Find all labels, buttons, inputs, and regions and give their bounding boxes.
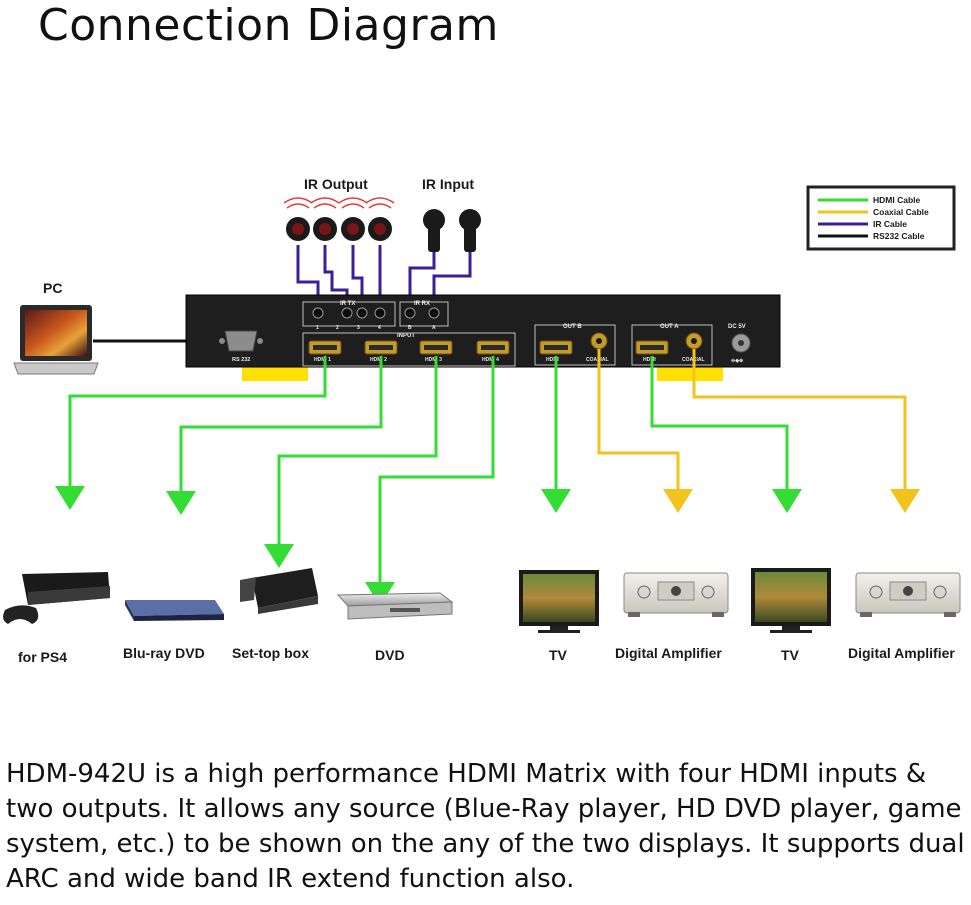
legend-ir-label: IR Cable bbox=[873, 219, 907, 229]
out-b-hdmi-label: HDMI bbox=[546, 357, 559, 363]
ir-emitters bbox=[283, 197, 395, 241]
ir-input-label: IR Input bbox=[422, 176, 474, 192]
ir-emitter-2 bbox=[310, 197, 340, 241]
legend-rs232-label: RS232 Cable bbox=[873, 231, 925, 241]
page-title: Connection Diagram bbox=[38, 0, 499, 51]
rs232-port bbox=[224, 330, 258, 352]
pc-label: PC bbox=[43, 280, 62, 296]
source-label-bluray: Blu-ray DVD bbox=[123, 645, 205, 661]
legend-hdmi-label: HDMI Cable bbox=[873, 195, 921, 205]
output-label-tv-b: TV bbox=[549, 647, 568, 663]
hdmi-input-4-label: HDMI 4 bbox=[482, 357, 499, 363]
ir-tx-port-3: 3 bbox=[357, 325, 360, 331]
output-label-amplifier-b: Digital Amplifier bbox=[615, 645, 722, 661]
set-top-box-icon bbox=[240, 568, 318, 614]
svg-text:⊖◆⊕: ⊖◆⊕ bbox=[731, 358, 743, 364]
connection-diagram: HDMI Cable Coaxial Cable IR Cable RS232 … bbox=[3, 176, 961, 665]
input-label: INPUT bbox=[397, 333, 415, 339]
ir-output-label: IR Output bbox=[304, 176, 368, 192]
source-label-dvd: DVD bbox=[375, 647, 405, 663]
bluray-player-icon bbox=[125, 600, 224, 621]
product-description: HDM-942U is a high performance HDMI Matr… bbox=[6, 759, 965, 894]
tv-b-icon bbox=[519, 570, 599, 633]
out-b-coaxial-label: COAXIAL bbox=[586, 357, 609, 363]
ir-rx-port-a: A bbox=[432, 325, 436, 331]
rs232-port-label: RS 232 bbox=[232, 357, 250, 363]
ir-tx-port-2: 2 bbox=[336, 325, 339, 331]
device-foot-left bbox=[242, 364, 308, 381]
out-a-hdmi-label: HDMI bbox=[643, 357, 656, 363]
hdmi-matrix-device: IR TX 1 2 3 4 IR RX B A RS 232 INPUT bbox=[185, 294, 781, 381]
ir-rx-port-label: IR RX bbox=[414, 301, 430, 307]
output-label-amplifier-a: Digital Amplifier bbox=[848, 645, 955, 661]
ir-rx-port-b: B bbox=[408, 325, 412, 331]
ir-receivers bbox=[423, 209, 481, 252]
amplifier-b-icon bbox=[623, 572, 729, 617]
out-b-label: OUT B bbox=[563, 324, 582, 330]
device-foot-right bbox=[657, 364, 723, 381]
hdmi-input-2-label: HDMI 2 bbox=[370, 357, 387, 363]
dvd-player-icon bbox=[336, 592, 454, 620]
ir-emitter-4 bbox=[365, 197, 395, 241]
cable-legend: HDMI Cable Coaxial Cable IR Cable RS232 … bbox=[806, 185, 956, 251]
dc-power-label: DC 5V bbox=[728, 324, 746, 330]
ir-tx-port-4: 4 bbox=[378, 325, 381, 331]
ir-receiver-a bbox=[459, 209, 481, 252]
source-label-set-top-box: Set-top box bbox=[232, 645, 309, 661]
ir-emitter-1 bbox=[283, 197, 313, 241]
hdmi-input-3-label: HDMI 3 bbox=[425, 357, 442, 363]
amplifier-a-icon bbox=[855, 572, 961, 617]
ps4-console-icon bbox=[3, 572, 110, 624]
coaxial-cables bbox=[597, 349, 920, 513]
ir-cables bbox=[296, 245, 472, 308]
ir-emitter-3 bbox=[338, 197, 368, 241]
hdmi-cables bbox=[55, 356, 802, 606]
ir-tx-port-1: 1 bbox=[316, 325, 319, 331]
output-label-tv-a: TV bbox=[781, 647, 800, 663]
tv-a-icon bbox=[751, 568, 831, 633]
source-label-ps4: for PS4 bbox=[18, 649, 67, 665]
ir-receiver-b bbox=[423, 209, 445, 252]
hdmi-input-ports bbox=[308, 340, 510, 355]
legend-coaxial-label: Coaxial Cable bbox=[873, 207, 929, 217]
pc-laptop-icon bbox=[13, 305, 99, 375]
out-a-label: OUT A bbox=[660, 324, 679, 330]
ir-tx-port-label: IR TX bbox=[340, 301, 355, 307]
hdmi-input-1-label: HDMI 1 bbox=[314, 357, 331, 363]
